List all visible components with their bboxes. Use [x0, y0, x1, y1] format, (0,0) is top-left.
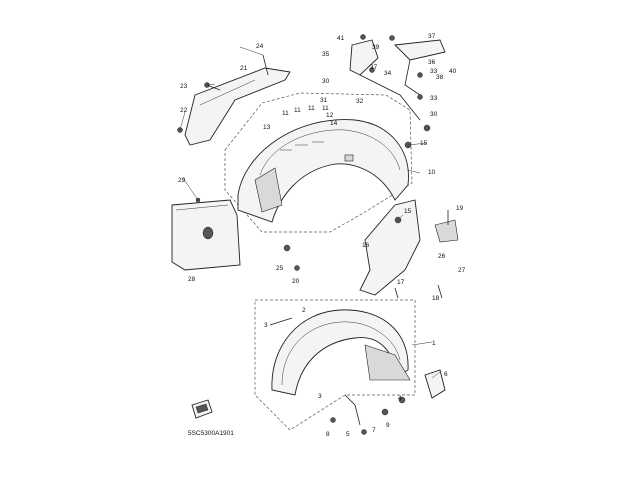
callout-26: 26 — [438, 253, 446, 260]
tail-light-bracket — [349, 39, 446, 132]
callout-36: 36 — [428, 59, 436, 66]
callout-25: 25 — [276, 265, 284, 272]
callout-21: 21 — [240, 65, 248, 72]
callout-33b: 33 — [430, 95, 438, 102]
callout-9: 9 — [386, 422, 390, 429]
callout-27: 27 — [458, 267, 466, 274]
callout-1: 1 — [432, 340, 436, 347]
callout-40: 40 — [449, 68, 457, 75]
callout-37b: 37 — [370, 64, 378, 71]
hardware — [177, 34, 449, 435]
callout-5: 5 — [346, 431, 350, 438]
callout-19: 19 — [456, 205, 464, 212]
upper-rear-fender — [237, 119, 409, 223]
callout-30a: 30 — [322, 78, 330, 85]
callout-17: 17 — [397, 279, 405, 286]
callout-10: 10 — [428, 169, 436, 176]
callout-3b: 3 — [318, 393, 322, 400]
callout-16: 16 — [362, 242, 370, 249]
callout-13: 13 — [263, 124, 271, 131]
fender-stay — [359, 199, 459, 296]
callout-31: 31 — [320, 97, 328, 104]
callout-29: 29 — [178, 177, 186, 184]
callout-15b: 15 — [404, 208, 412, 215]
callout-4: 4 — [398, 395, 402, 402]
callout-28: 28 — [188, 276, 196, 283]
callout-11a: 11 — [282, 110, 289, 117]
callout-33a: 33 — [430, 68, 438, 75]
upper-fender-group-outline — [224, 92, 413, 233]
callout-18: 18 — [432, 295, 440, 302]
callout-3a: 3 — [264, 322, 268, 329]
callout-11b: 11 — [294, 107, 301, 114]
callout-labels: 1 2 3 3 4 5 6 7 8 9 10 11 11 11 11 12 13… — [178, 33, 466, 438]
callout-15a: 15 — [420, 140, 428, 147]
callout-8: 8 — [326, 431, 330, 438]
callout-23: 23 — [180, 83, 188, 90]
callout-7: 7 — [372, 427, 376, 434]
front-arrow-icon — [191, 399, 213, 419]
callout-32: 32 — [356, 98, 364, 105]
callout-22: 22 — [180, 107, 188, 114]
callout-11c: 11 — [308, 105, 315, 112]
callout-24: 24 — [256, 43, 264, 50]
callout-38: 38 — [436, 74, 444, 81]
callout-6: 6 — [444, 371, 448, 378]
leader-lines — [179, 46, 441, 379]
diagram-code: 5SC5300A1901 — [188, 430, 234, 437]
grab-bar — [184, 67, 291, 146]
callout-20: 20 — [292, 278, 300, 285]
callout-41: 41 — [337, 35, 345, 42]
side-cover — [171, 199, 241, 271]
callout-37a: 37 — [428, 33, 436, 40]
callout-14: 14 — [330, 120, 338, 127]
lower-rear-fender — [271, 309, 446, 399]
callout-2: 2 — [302, 307, 306, 314]
callout-12: 12 — [326, 112, 334, 119]
callout-39: 39 — [372, 44, 380, 51]
callout-30b: 30 — [430, 111, 438, 118]
callout-34: 34 — [384, 70, 392, 77]
callout-11d: 11 — [322, 105, 329, 112]
callout-35: 35 — [322, 51, 330, 58]
